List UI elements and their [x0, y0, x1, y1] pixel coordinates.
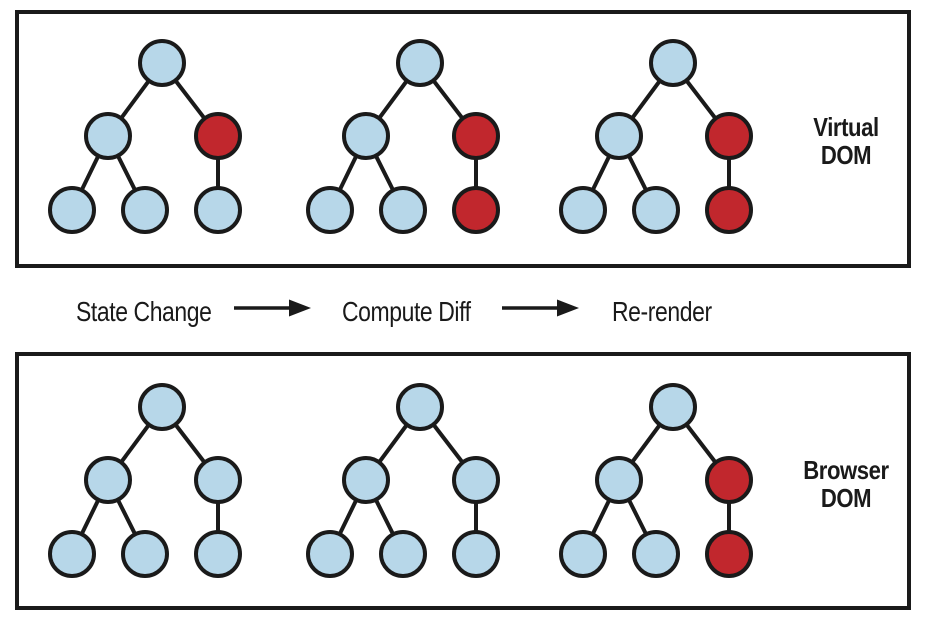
dom-tree	[48, 39, 242, 234]
step-state-change: State Change	[76, 296, 212, 327]
dom-tree	[559, 383, 753, 578]
step-re-render: Re-render	[612, 296, 712, 327]
arrow-right-icon	[234, 299, 311, 317]
browser-dom-label: Browser DOM	[795, 456, 897, 512]
browser-dom-label-line1: Browser	[803, 455, 889, 485]
step-compute-diff: Compute Diff	[342, 296, 471, 327]
dom-tree	[48, 383, 242, 578]
virtual-dom-label-line1: Virtual	[813, 112, 879, 142]
dom-tree	[306, 39, 500, 234]
arrow-right-icon	[502, 299, 579, 317]
browser-dom-label-line2: DOM	[820, 483, 872, 514]
virtual-dom-label-line2: DOM	[820, 140, 872, 171]
virtual-dom-label: Virtual DOM	[795, 113, 897, 169]
dom-tree	[559, 39, 753, 234]
dom-tree	[306, 383, 500, 578]
